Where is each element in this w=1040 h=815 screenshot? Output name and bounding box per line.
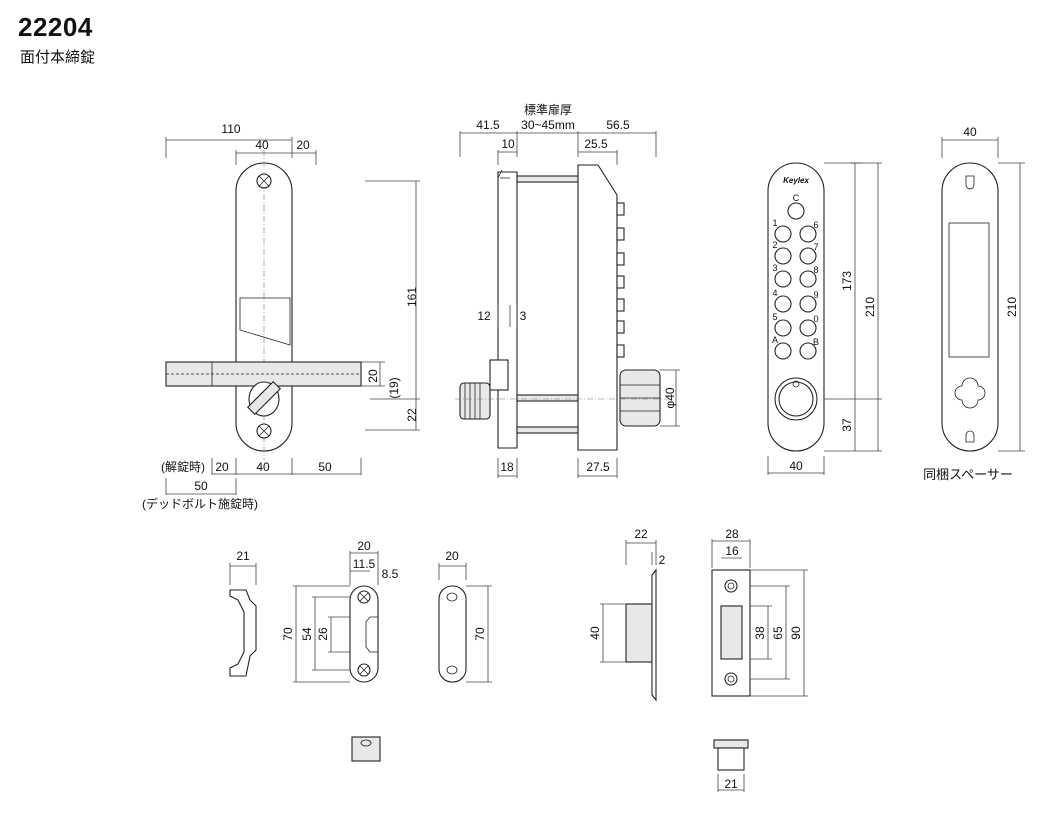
svg-text:9: 9 (813, 290, 818, 300)
svg-text:16: 16 (725, 544, 739, 558)
svg-text:1: 1 (772, 218, 777, 228)
key-c (787, 202, 805, 220)
svg-text:20: 20 (357, 539, 371, 553)
svg-text:21: 21 (724, 777, 738, 791)
lock-type: 面付本締錠 (20, 49, 96, 66)
latch-front-part: 28 16 90 65 38 (711, 527, 808, 697)
dim-173: 173 (840, 271, 854, 291)
keys-left: 1 2 3 4 5 A (772, 218, 792, 360)
dim-b40: 40 (256, 460, 270, 474)
latch-side-part: 22 2 40 (588, 527, 666, 702)
svg-text:A: A (772, 335, 778, 345)
strike-side-part: 21 (229, 549, 257, 677)
dim-20: 20 (296, 138, 310, 152)
spacer-hole-top (965, 175, 975, 190)
svg-text:28: 28 (725, 527, 739, 541)
spacer-body (941, 162, 999, 452)
svg-text:3: 3 (772, 263, 777, 273)
brand-logo: Keylex (783, 176, 809, 185)
svg-text:2: 2 (659, 553, 666, 567)
spacer-label: 同梱スペーサー (923, 467, 1013, 482)
svg-text:90: 90 (789, 626, 803, 640)
note-deadbolt: (デッドボルト施錠時) (142, 496, 258, 511)
svg-text:8.5: 8.5 (382, 567, 399, 581)
spacer-window (948, 222, 990, 358)
inner-plate (497, 171, 518, 449)
svg-text:11.5: 11.5 (353, 557, 376, 571)
plate-part: 20 70 (438, 549, 492, 683)
dim-56-5: 56.5 (606, 118, 630, 132)
dim-b50-2: 50 (194, 479, 208, 493)
spacer-view: 40 210 同梱スペーサー (923, 125, 1025, 482)
dim-161: 161 (405, 287, 419, 307)
svg-text:65: 65 (771, 626, 785, 640)
model-number: 22204 (18, 12, 93, 42)
dim-37: 37 (840, 418, 854, 432)
keys-right: 6 7 8 9 0 B (799, 220, 819, 360)
keypad-view: Keylex C 1 2 3 4 5 A 6 7 8 9 0 B 173 (767, 162, 882, 475)
dim-b20: 20 (215, 460, 229, 474)
svg-text:6: 6 (813, 220, 818, 230)
latch-bottom-part: 21 (713, 739, 749, 792)
svg-text:4: 4 (772, 288, 777, 298)
dim-20v: 20 (366, 369, 380, 383)
svg-text:2: 2 (772, 240, 777, 250)
svg-text:0: 0 (813, 314, 818, 324)
spacer-hole-bottom (965, 430, 975, 443)
strike-front-part: 20 11.5 8.5 70 54 26 (281, 539, 399, 683)
dim-19v: (19) (387, 377, 401, 398)
dim-10: 10 (501, 137, 515, 151)
svg-text:38: 38 (753, 626, 767, 640)
dim-41-5: 41.5 (476, 118, 500, 132)
dim-sp-40: 40 (963, 125, 977, 139)
spacer-keyhole (954, 377, 986, 409)
svg-text:B: B (813, 337, 819, 347)
svg-text:54: 54 (300, 627, 314, 641)
svg-text:5: 5 (772, 312, 777, 322)
dim-phi40: φ40 (663, 387, 677, 408)
dim-18: 18 (500, 460, 514, 474)
svg-text:22: 22 (634, 527, 648, 541)
svg-text:70: 70 (281, 627, 295, 641)
small-block-part (351, 736, 381, 762)
svg-text:7: 7 (813, 242, 818, 252)
svg-text:20: 20 (445, 549, 459, 563)
dim-12: 12 (477, 309, 491, 323)
dim-kp-40: 40 (789, 459, 803, 473)
dim-22v: 22 (405, 408, 419, 422)
svg-text:C: C (793, 193, 800, 203)
dim-27-5: 27.5 (586, 460, 610, 474)
dim-sp-210: 210 (1005, 297, 1019, 317)
side-view: 標準扉厚 41.5 30~45mm 56.5 10 25.5 (455, 102, 680, 478)
dim-25-5: 25.5 (584, 137, 608, 151)
dim-3: 3 (520, 309, 527, 323)
svg-text:21: 21 (236, 549, 250, 563)
svg-text:8: 8 (813, 265, 818, 275)
note-unlocked: (解錠時) (161, 459, 205, 474)
svg-text:26: 26 (316, 627, 330, 641)
svg-text:70: 70 (473, 627, 487, 641)
dim-door-range: 30~45mm (521, 118, 575, 132)
dim-b50: 50 (318, 460, 332, 474)
label-door-thickness: 標準扉厚 (524, 102, 572, 117)
dim-110: 110 (221, 122, 240, 136)
dim-210: 210 (863, 297, 877, 317)
svg-text:40: 40 (588, 626, 602, 640)
outer-body (577, 164, 618, 451)
dim-40: 40 (255, 138, 269, 152)
front-view: 110 40 20 161 20 (19) 22 (142, 122, 420, 511)
side-buttons (616, 202, 625, 358)
